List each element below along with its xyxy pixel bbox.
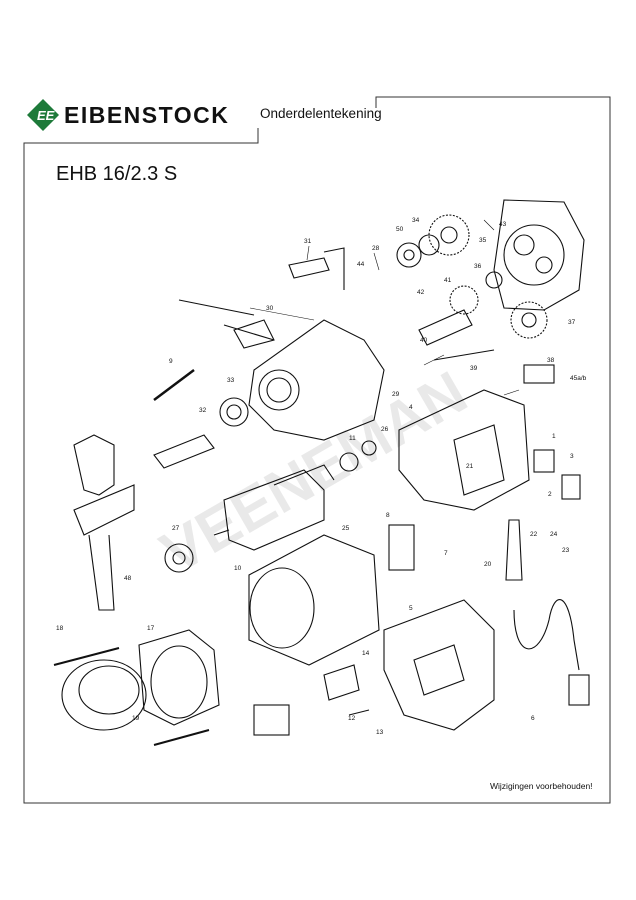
- part-label-43: 43: [499, 221, 507, 228]
- logo-letters: EE: [37, 108, 55, 123]
- part-label-21: 21: [466, 463, 474, 470]
- part-label-20: 20: [484, 561, 492, 568]
- part-number-labels: 31 28 44 50 34 35 43 30 36 41 42 40 37 3…: [56, 217, 587, 736]
- part-label-50: 50: [396, 226, 404, 233]
- part-label-45ab: 45a/b: [570, 375, 587, 382]
- part-label-10: 10: [234, 565, 242, 572]
- part-label-18: 18: [56, 625, 64, 632]
- part-label-30: 30: [266, 305, 274, 312]
- part-label-28: 28: [372, 245, 380, 252]
- part-label-32: 32: [199, 407, 207, 414]
- part-label-41: 41: [444, 277, 452, 284]
- part-label-25: 25: [342, 525, 350, 532]
- part-label-23: 23: [562, 547, 570, 554]
- part-label-34: 34: [412, 217, 420, 224]
- part-label-39: 39: [470, 365, 478, 372]
- part-label-13: 13: [376, 729, 384, 736]
- brand-logo: EE EIBENSTOCK: [26, 98, 229, 132]
- part-label-9: 9: [169, 358, 173, 365]
- watermark-text: VEENEMAN: [150, 358, 478, 586]
- part-label-42: 42: [417, 289, 425, 296]
- footer-note: Wijzigingen voorbehouden!: [490, 781, 593, 791]
- document-type: Onderdelentekening: [260, 106, 382, 121]
- part-label-6: 6: [531, 715, 535, 722]
- part-label-1-top: 1: [552, 433, 556, 440]
- eibenstock-logo-icon: EE: [27, 99, 59, 131]
- part-label-24: 24: [550, 531, 558, 538]
- part-label-7: 7: [444, 550, 448, 557]
- leader-lines: [249, 219, 520, 396]
- part-label-31: 31: [304, 238, 312, 245]
- part-label-5: 5: [409, 605, 413, 612]
- exploded-parts-diagram: VEENEMAN: [53, 199, 590, 746]
- part-label-14: 14: [362, 650, 370, 657]
- part-label-38: 38: [547, 357, 555, 364]
- drawing-linework: [53, 199, 590, 746]
- part-label-40: 40: [420, 337, 428, 344]
- part-label-4: 4: [409, 404, 413, 411]
- part-label-17: 17: [147, 625, 155, 632]
- part-label-29: 29: [392, 391, 400, 398]
- part-label-37: 37: [568, 319, 576, 326]
- part-label-44: 44: [357, 261, 365, 268]
- part-label-11: 11: [349, 435, 356, 442]
- part-label-12: 12: [348, 715, 356, 722]
- part-label-22: 22: [530, 531, 538, 538]
- part-label-33: 33: [227, 377, 235, 384]
- part-label-2: 2: [548, 491, 552, 498]
- part-label-19: 19: [132, 715, 140, 722]
- brand-name: EIBENSTOCK: [64, 101, 230, 128]
- part-label-35: 35: [479, 237, 487, 244]
- part-label-3: 3: [570, 453, 574, 460]
- part-label-36: 36: [474, 263, 482, 270]
- part-label-26: 26: [381, 426, 389, 433]
- part-label-27: 27: [172, 525, 180, 532]
- part-label-48: 48: [124, 575, 132, 582]
- part-label-8: 8: [386, 512, 390, 519]
- model-title: EHB 16/2.3 S: [56, 163, 178, 185]
